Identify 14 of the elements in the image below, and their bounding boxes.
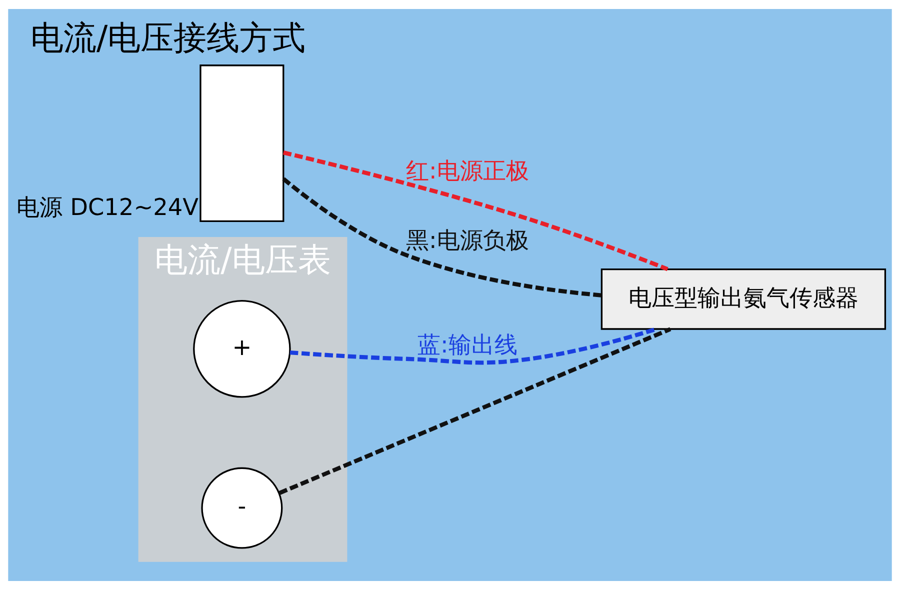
node-circle: + <box>193 300 291 398</box>
edge-label: 蓝:输出线 <box>417 331 518 358</box>
edge-label: 红:电源正极 <box>406 156 529 184</box>
connector <box>282 150 668 271</box>
edge-label: 黑:电源负极 <box>406 226 529 254</box>
node-box: 电压型输出氨气传感器 <box>600 268 886 330</box>
connector <box>290 326 658 364</box>
cluster <box>138 236 348 562</box>
node-circle: - <box>201 466 283 548</box>
connector <box>278 326 672 494</box>
node-label: 电源 DC12~24V <box>16 193 199 220</box>
diagram-title: 电流/电压接线方式 <box>30 17 306 56</box>
connector <box>282 176 602 297</box>
node-box <box>200 64 284 222</box>
